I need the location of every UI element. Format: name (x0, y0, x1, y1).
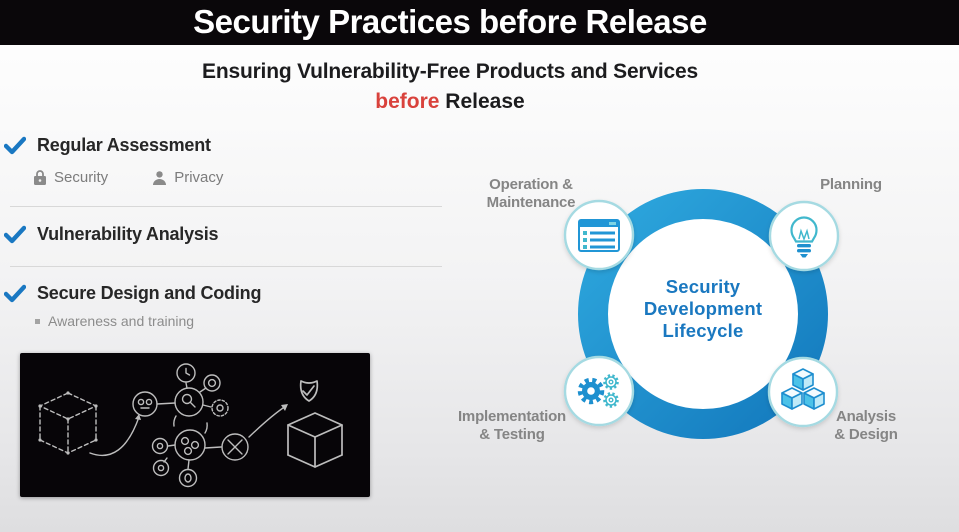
square-bullet-icon (35, 318, 40, 324)
tag-security: Security (33, 169, 108, 186)
note-label: Awareness and training (48, 313, 195, 329)
checklist-window-icon (578, 219, 620, 252)
node-implementation-testing (563, 355, 635, 427)
node-analysis-design (767, 356, 839, 428)
wireframe-cube-icon (39, 392, 97, 454)
shield-package-icon (287, 380, 343, 468)
label-planning: Planning (820, 176, 882, 193)
subtitle-highlight: before (375, 90, 440, 113)
sdl-center-label: Security Development Lifecycle (643, 276, 763, 341)
person-icon (153, 170, 167, 185)
lock-icon (34, 170, 46, 185)
gears-icon (577, 374, 619, 408)
check-icon (4, 284, 26, 302)
cubes-icon (781, 368, 825, 410)
checklist-item-secure-design-coding: Secure Design and Coding (4, 283, 261, 304)
tag-label: Security (54, 169, 109, 186)
sdl-ring (578, 189, 828, 439)
assessment-tags: Security Privacy (33, 169, 223, 186)
node-operation-maintenance (563, 199, 635, 271)
subtitle-rest: Release (439, 90, 525, 113)
check-icon (4, 136, 26, 154)
checklist-item-label: Regular Assessment (37, 135, 211, 155)
label-operation-maintenance: Operation & Maintenance (486, 176, 576, 211)
lightbulb-icon (790, 216, 818, 258)
checklist-item-vulnerability-analysis: Vulnerability Analysis (4, 224, 219, 245)
pipeline-art (38, 363, 343, 488)
checklist-item-label: Secure Design and Coding (37, 283, 262, 303)
check-icon (4, 225, 26, 243)
subtitle-line1: Ensuring Vulnerability-Free Products and… (202, 60, 698, 83)
label-analysis-design: Analysis & Design (834, 408, 898, 443)
checklist-item-regular-assessment: Regular Assessment (4, 135, 211, 156)
subtitle-line2: before Release (0, 90, 900, 114)
label-implementation-testing: Implementation & Testing (457, 408, 567, 443)
checklist-item-label: Vulnerability Analysis (37, 224, 219, 244)
secure-design-note: Awareness and training (35, 313, 194, 329)
banner: Security Practices before Release (0, 0, 959, 45)
pipeline-illustration (20, 353, 370, 497)
subtitle: Ensuring Vulnerability-Free Products and… (0, 60, 900, 114)
divider (10, 206, 442, 207)
node-planning (768, 200, 840, 272)
analysis-cluster-icon (132, 363, 249, 488)
sdl-diagram (563, 189, 840, 439)
page-title: Security Practices before Release (193, 3, 707, 40)
divider (10, 266, 442, 267)
tag-label: Privacy (174, 169, 224, 186)
tag-privacy: Privacy (152, 169, 223, 186)
